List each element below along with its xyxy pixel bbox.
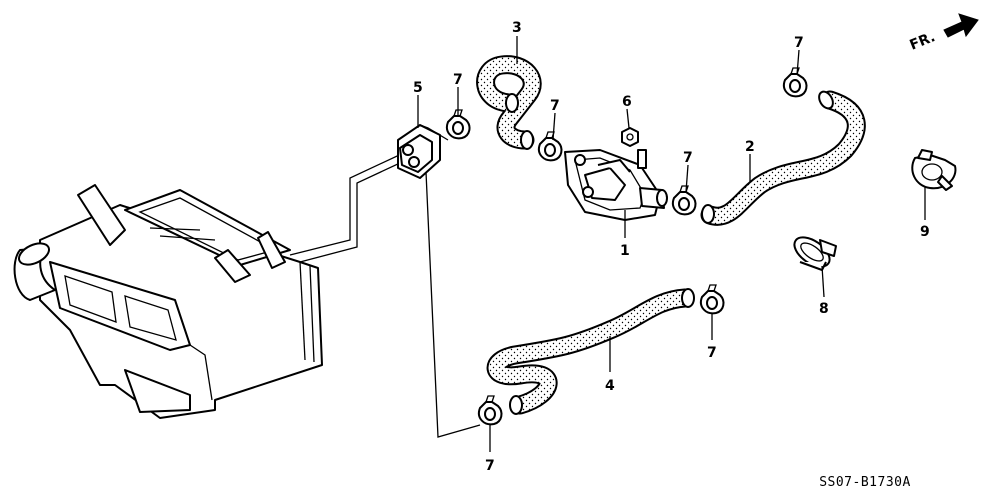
callout-7c: 7	[683, 150, 693, 166]
callout-7d: 7	[794, 35, 804, 51]
hose-clip-7-d	[783, 67, 808, 98]
front-direction-label: FR.	[908, 29, 938, 54]
callout-9: 9	[920, 224, 930, 240]
callout-4: 4	[605, 378, 615, 394]
hose-clip-7-f	[478, 395, 503, 426]
routing-guide-lines	[289, 149, 481, 438]
front-direction-arrow-icon	[943, 13, 979, 38]
callout-7a: 7	[453, 72, 463, 88]
callout-2: 2	[745, 139, 755, 155]
hose-part-4	[486, 288, 695, 415]
hose-part-2	[700, 90, 866, 226]
hose-clip-7-c	[672, 185, 697, 216]
callouts: 1 2 3 4 5 6 7 7 7 7 7 7 8 9	[413, 20, 930, 474]
leader-lines	[417, 36, 926, 452]
hose-clamp-part-8	[793, 236, 837, 271]
callout-7e: 7	[707, 345, 717, 361]
valve-part-1	[564, 149, 668, 221]
callout-5: 5	[413, 80, 423, 96]
callout-8: 8	[819, 301, 829, 317]
hose-clip-7-b	[538, 131, 563, 162]
callout-3: 3	[512, 20, 522, 36]
callout-6: 6	[622, 94, 632, 110]
hose-part-3	[476, 55, 542, 150]
callout-1: 1	[620, 243, 630, 259]
nut-part-6	[621, 127, 639, 147]
hose-clip-7-a	[446, 109, 471, 140]
callout-7f: 7	[485, 458, 495, 474]
diagram-code: SS07-B1730A	[819, 475, 911, 490]
callout-7b: 7	[550, 98, 560, 114]
hose-clip-part-9	[911, 149, 957, 191]
hose-clip-7-e	[700, 284, 725, 315]
heater-unit	[13, 184, 323, 419]
grommet-part-5	[397, 124, 449, 179]
front-direction-marker: FR.	[908, 13, 979, 54]
